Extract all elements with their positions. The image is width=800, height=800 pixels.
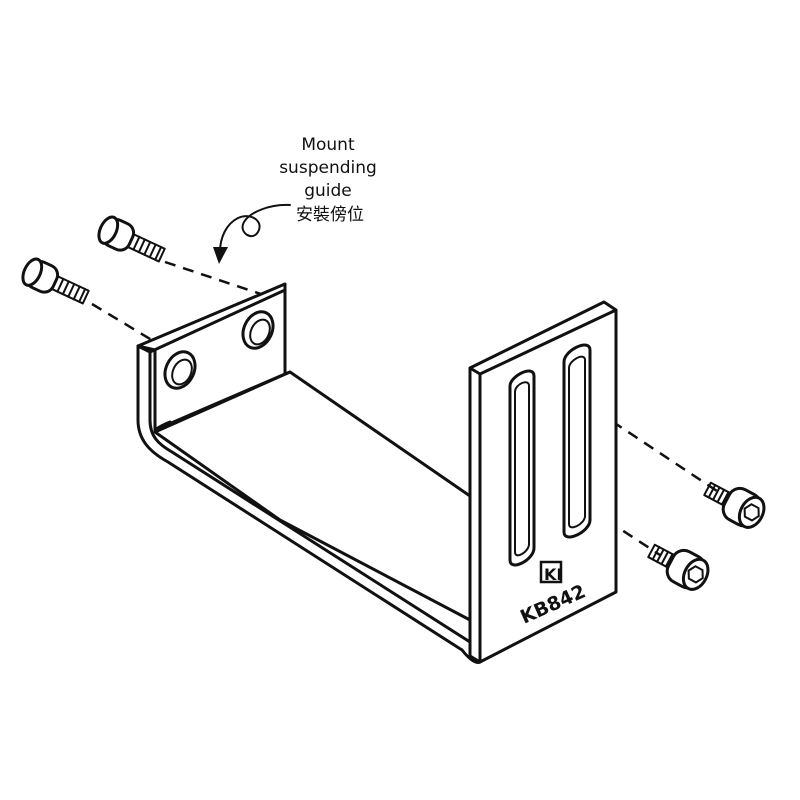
adjustment-slot-right (562, 343, 592, 539)
annotation-line-4: 安裝傍位 (296, 205, 364, 225)
hex-socket-screw-icon (97, 215, 166, 263)
threaded-hole-right (241, 310, 275, 350)
annotation-line-1: Mount (301, 135, 355, 155)
curved-arrow-icon (213, 203, 291, 264)
annotation-line-3: guide (304, 181, 352, 201)
hex-socket-screw-icon (21, 257, 90, 305)
brand-logo: KI (539, 560, 562, 584)
threaded-hole-left (163, 350, 197, 390)
hex-socket-screw-icon (703, 481, 766, 529)
logo-text: KI (544, 565, 562, 584)
bracket: KI KB842 (136, 282, 618, 664)
annotation-line-2: suspending (279, 158, 377, 178)
hex-socket-screw-icon (647, 543, 710, 591)
mount-suspending-guide-annotation: Mount suspending guide 安裝傍位 (279, 135, 377, 225)
adjustment-slot-left (508, 369, 536, 567)
